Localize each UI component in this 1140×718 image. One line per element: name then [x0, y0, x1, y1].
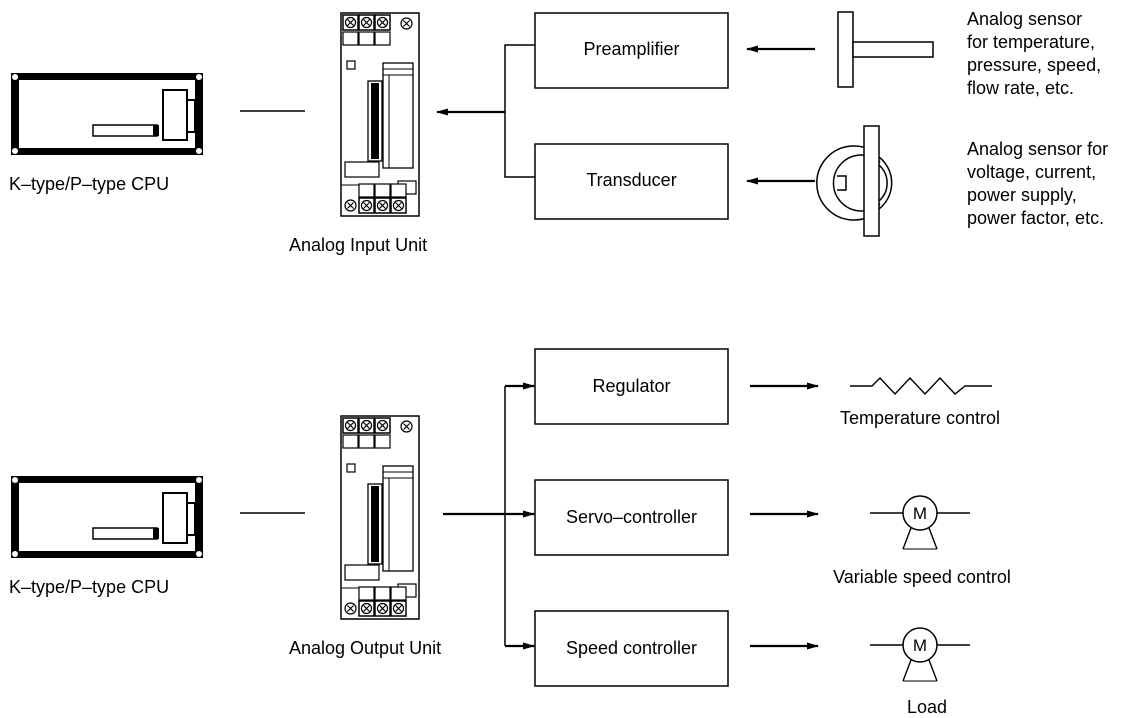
merge-bracket [504, 44, 535, 178]
cpu-label-output: K–type/P–type CPU [9, 577, 170, 597]
sensor-description-1: Analog sensor for temperature, pressure,… [967, 9, 1102, 98]
analog-input-unit [341, 13, 419, 216]
analog-output-unit-label: Analog Output Unit [289, 638, 442, 658]
heater-resistor-icon [850, 376, 992, 396]
preamplifier-block [534, 12, 729, 89]
variable-speed-control-label: Variable speed control [833, 567, 1011, 587]
current-transformer-sensor-icon [816, 125, 893, 237]
servo-controller-block [534, 479, 729, 556]
motor-symbol-label: M [913, 504, 927, 523]
analog-sensor-probe-icon [837, 11, 934, 88]
speed-controller-label: Speed controller [565, 638, 698, 658]
regulator-block [534, 348, 729, 425]
speed-controller-block [534, 610, 729, 687]
motor-icon: M [870, 495, 970, 550]
load-label: Load [906, 697, 948, 717]
servo-controller-label: Servo–controller [565, 507, 698, 527]
temperature-control-label: Temperature control [839, 408, 1001, 428]
cpu-module-input [10, 72, 204, 156]
sensor-description-2: Analog sensor for voltage, current, powe… [967, 139, 1109, 228]
transducer-label: Transducer [586, 170, 677, 190]
motor-symbol-label: M [913, 636, 927, 655]
cpu-label-input: K–type/P–type CPU [9, 174, 170, 194]
analog-output-unit [341, 416, 419, 619]
cpu-module-output [10, 475, 204, 559]
analog-input-unit-label: Analog Input Unit [289, 235, 428, 255]
motor-icon: M [870, 627, 970, 682]
transducer-block [534, 143, 729, 220]
regulator-label: Regulator [592, 376, 671, 396]
preamplifier-label: Preamplifier [583, 39, 680, 59]
